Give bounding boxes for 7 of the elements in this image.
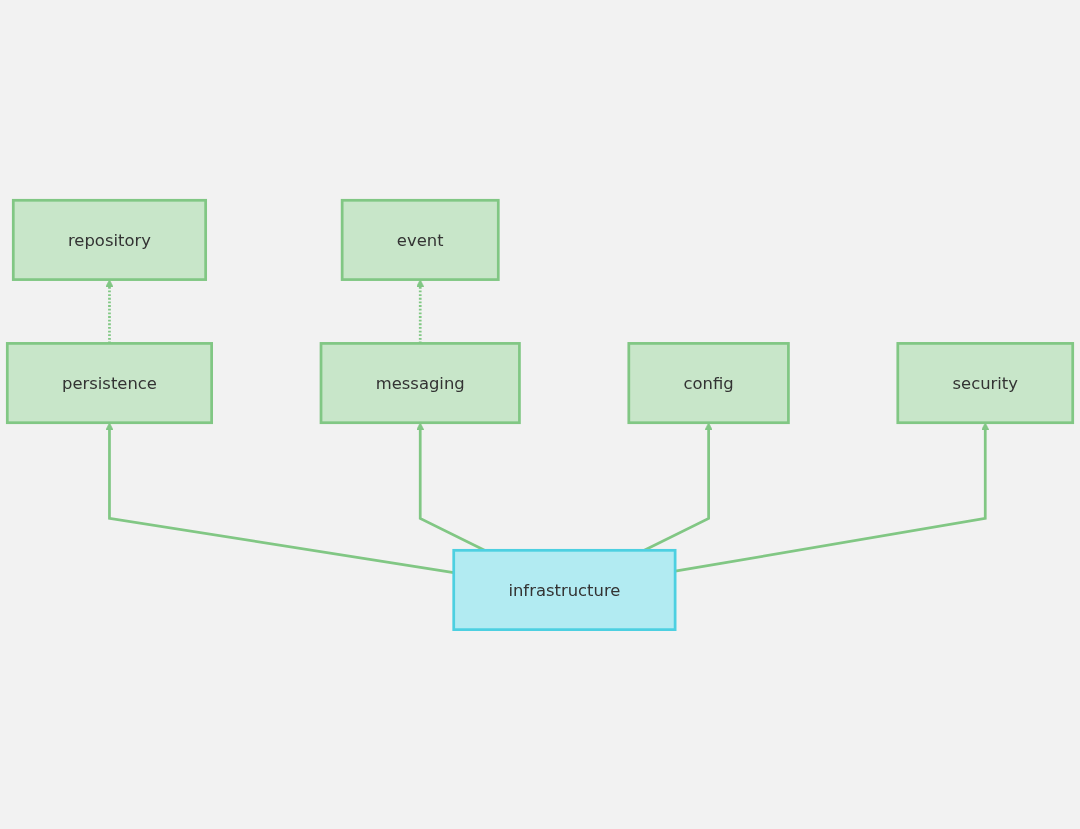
node-box: config xyxy=(627,341,790,424)
node-box: messaging xyxy=(319,341,521,424)
node-box: repository xyxy=(11,198,207,281)
node-box: security xyxy=(896,341,1075,424)
node-box: persistence xyxy=(5,341,213,424)
node-box: infrastructure xyxy=(452,548,677,631)
node-box: event xyxy=(340,198,500,281)
